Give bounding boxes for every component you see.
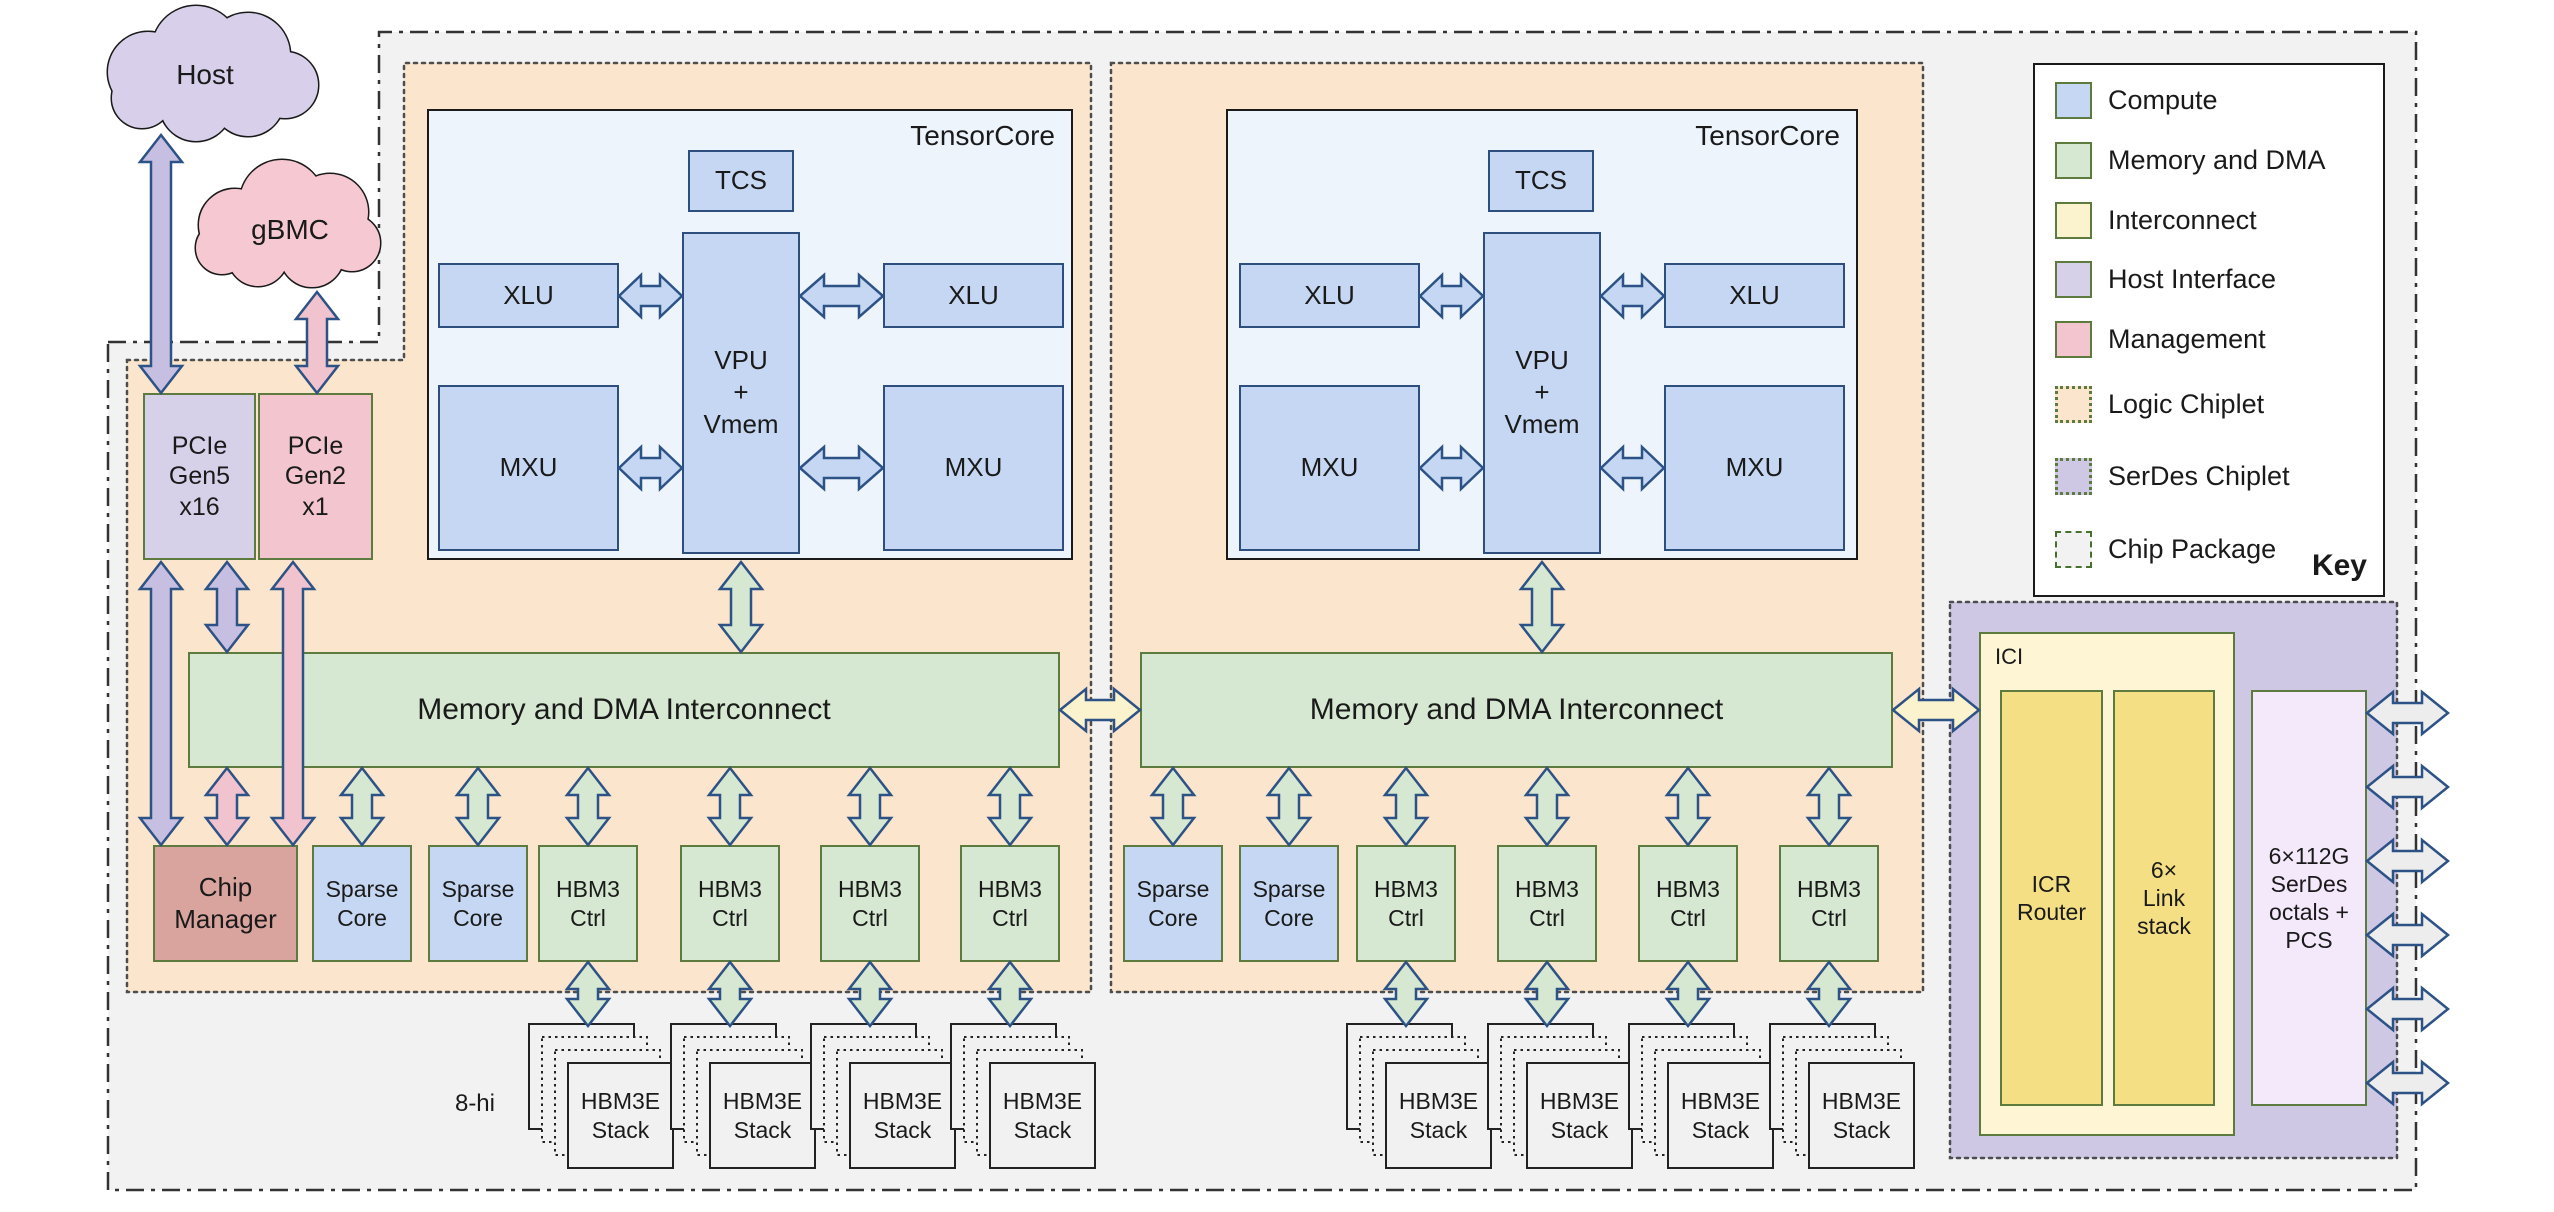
- arrow-hbm2a-stack: [1382, 959, 1430, 1029]
- mxu-left-1: MXU: [438, 385, 619, 551]
- mxu-left-2: MXU: [1239, 385, 1420, 551]
- gbmc-cloud-label: gBMC: [251, 214, 329, 245]
- arrow-pcie5-interconnect1: [203, 559, 251, 655]
- hbm3e-stack-label-6: HBM3E Stack: [1539, 1088, 1620, 1143]
- tcs-block-1: TCS: [688, 150, 794, 212]
- tensorcore-2-title: TensorCore: [1695, 120, 1840, 151]
- hbm3-ctrl-2d: HBM3 Ctrl: [1779, 845, 1879, 962]
- hbm3e-stack-label-1: HBM3E Stack: [580, 1088, 661, 1143]
- arrow-ic2-sparse2b: [1265, 765, 1313, 848]
- arrow-ic1-hbm1b: [706, 765, 754, 848]
- arrow-ic1-sparse1b: [454, 765, 502, 848]
- arrow-hbm2b-stack: [1523, 959, 1571, 1029]
- vpu-vmem-block-1: VPU + Vmem: [682, 232, 800, 554]
- arrow-serdes-io-1: [2365, 689, 2450, 737]
- xlu-right-2: XLU: [1664, 263, 1845, 328]
- arrow-ic2-ici: [1891, 686, 1981, 734]
- key-swatch-memory-dma: [2055, 142, 2092, 179]
- hbm3-ctrl-2c: HBM3 Ctrl: [1638, 845, 1738, 962]
- hbm3e-stack-label-7: HBM3E Stack: [1680, 1088, 1761, 1143]
- arrow-ic1-hbm1c: [846, 765, 894, 848]
- hbm3e-stack-label-5: HBM3E Stack: [1398, 1088, 1479, 1143]
- key-label-serdes-chiplet: SerDes Chiplet: [2108, 461, 2290, 491]
- serdes-octals-block: 6×112G SerDes octals + PCS: [2251, 690, 2367, 1106]
- arrow-serdes-io-2: [2365, 763, 2450, 811]
- xlu-right-1: XLU: [883, 263, 1064, 328]
- arrow-ic1-hbm1a: [564, 765, 612, 848]
- key-label-host-interface: Host Interface: [2108, 264, 2277, 294]
- sparse-core-2a: Sparse Core: [1123, 845, 1223, 962]
- arrow-tc2-ic2: [1518, 559, 1566, 655]
- hbm3-ctrl-1a: HBM3 Ctrl: [538, 845, 638, 962]
- arrow-pcie5-chip-manager: [137, 559, 185, 848]
- tensorcore-1-title: TensorCore: [910, 120, 1055, 151]
- key-title: Key: [2311, 549, 2367, 582]
- hbm3-ctrl-1d: HBM3 Ctrl: [960, 845, 1060, 962]
- host-cloud-label: Host: [176, 59, 234, 90]
- key-swatch-interconnect: [2055, 202, 2092, 239]
- xlu-left-2: XLU: [1239, 263, 1420, 328]
- arrow-ic2-hbm2c: [1664, 765, 1712, 848]
- arrow-hbm1c-stack: [846, 959, 894, 1029]
- key-swatch-chip-package: [2055, 531, 2092, 568]
- arrow-host-pcie5: [137, 132, 185, 396]
- arrow-hbm1d-stack: [986, 959, 1034, 1029]
- sparse-core-2b: Sparse Core: [1239, 845, 1339, 962]
- memory-dma-interconnect-2: Memory and DMA Interconnect: [1140, 652, 1893, 768]
- key-swatch-host-interface: [2055, 261, 2092, 298]
- hbm3e-stack-label-8: HBM3E Stack: [1821, 1088, 1902, 1143]
- icr-router-block: ICR Router: [2000, 690, 2103, 1106]
- arrow-hbm1a-stack: [564, 959, 612, 1029]
- arrow-serdes-io-3: [2365, 837, 2450, 885]
- key-swatch-logic-chiplet: [2055, 386, 2092, 423]
- arrow-ic2-sparse2a: [1149, 765, 1197, 848]
- memory-dma-interconnect-1: Memory and DMA Interconnect: [188, 652, 1060, 768]
- sparse-core-1b: Sparse Core: [428, 845, 528, 962]
- hbm3e-stack-label-4: HBM3E Stack: [1002, 1088, 1083, 1143]
- hbm-stack-height-label: 8-hi: [454, 1090, 495, 1118]
- key-label-compute: Compute: [2108, 85, 2218, 115]
- link-stack-block: 6× Link stack: [2113, 690, 2215, 1106]
- vpu-vmem-block-2: VPU + Vmem: [1483, 232, 1601, 554]
- arrow-ic1-ic2: [1058, 686, 1142, 734]
- sparse-core-1a: Sparse Core: [312, 845, 412, 962]
- arrow-serdes-io-4: [2365, 911, 2450, 959]
- hbm3-ctrl-1b: HBM3 Ctrl: [680, 845, 780, 962]
- key-swatch-compute: [2055, 82, 2092, 119]
- arrow-hbm2d-stack: [1805, 959, 1853, 1029]
- arrow-tc1-ic1: [717, 559, 765, 655]
- hbm3e-stack-label-2: HBM3E Stack: [722, 1088, 803, 1143]
- hbm3-ctrl-1c: HBM3 Ctrl: [820, 845, 920, 962]
- key-label-management: Management: [2108, 324, 2266, 354]
- arrow-serdes-io-6: [2365, 1059, 2450, 1107]
- key-swatch-management: [2055, 321, 2092, 358]
- arrow-gbmc-pcie2: [293, 289, 341, 396]
- key-swatch-serdes-chiplet: [2055, 458, 2092, 495]
- hbm3-ctrl-2b: HBM3 Ctrl: [1497, 845, 1597, 962]
- arrow-serdes-io-5: [2365, 985, 2450, 1033]
- arrow-interconnect1-chip-manager: [203, 765, 251, 848]
- arrow-ic1-sparse1a: [338, 765, 386, 848]
- chip-manager-block: Chip Manager: [153, 845, 298, 962]
- arrow-ic2-hbm2b: [1523, 765, 1571, 848]
- xlu-left-1: XLU: [438, 263, 619, 328]
- key-label-memory-dma: Memory and DMA: [2108, 145, 2326, 175]
- hbm3-ctrl-2a: HBM3 Ctrl: [1356, 845, 1456, 962]
- key-label-chip-package: Chip Package: [2108, 534, 2277, 564]
- arrow-hbm2c-stack: [1664, 959, 1712, 1029]
- pcie-gen5-block: PCIe Gen5 x16: [143, 393, 256, 560]
- mxu-right-2: MXU: [1664, 385, 1845, 551]
- arrow-ic1-hbm1d: [986, 765, 1034, 848]
- pcie-gen2-block: PCIe Gen2 x1: [258, 393, 373, 560]
- key-label-logic-chiplet: Logic Chiplet: [2108, 389, 2265, 419]
- arrow-ic2-hbm2d: [1805, 765, 1853, 848]
- key-label-interconnect: Interconnect: [2108, 205, 2257, 235]
- arrow-ic2-hbm2a: [1382, 765, 1430, 848]
- tcs-block-2: TCS: [1488, 150, 1594, 212]
- ici-title: ICI: [1995, 644, 2024, 669]
- arrow-hbm1b-stack: [706, 959, 754, 1029]
- hbm3e-stack-label-3: HBM3E Stack: [862, 1088, 943, 1143]
- mxu-right-1: MXU: [883, 385, 1064, 551]
